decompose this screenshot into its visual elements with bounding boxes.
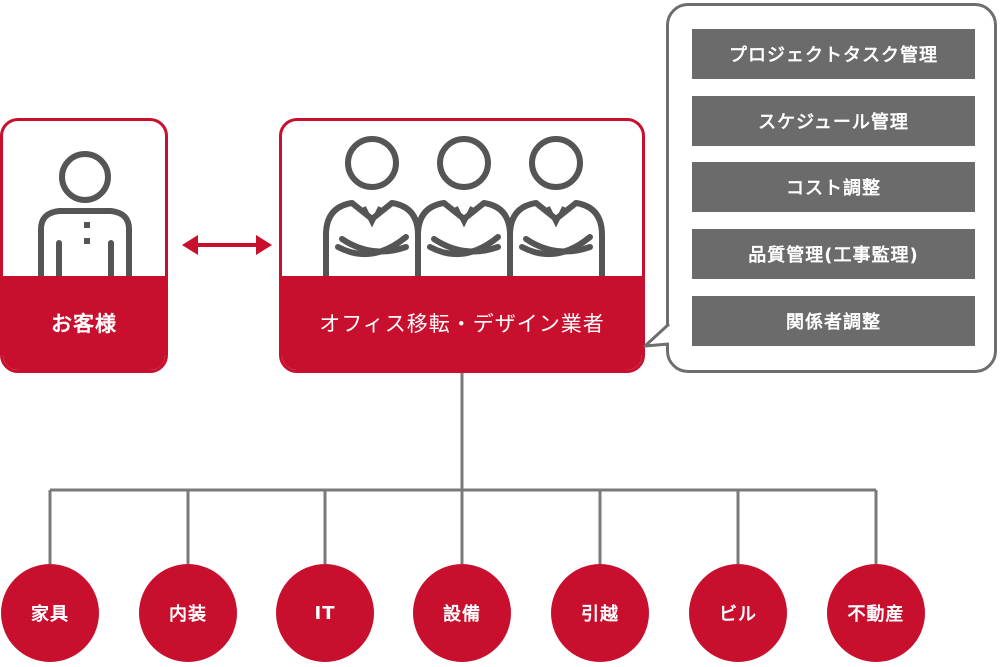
bubble-tail <box>643 322 671 348</box>
partner-building: ビル <box>689 564 787 662</box>
partner-real-estate: 不動産 <box>827 564 925 662</box>
task-cost-adjustment: コスト調整 <box>692 162 975 212</box>
task-quality-management: 品質管理(工事監理) <box>692 229 975 279</box>
vendor-card: オフィス移転・デザイン業者 <box>279 118 645 373</box>
customer-card: お客様 <box>0 118 168 373</box>
task-stakeholder-coordination: 関係者調整 <box>692 296 975 346</box>
customer-person-icon <box>38 151 132 281</box>
vendor-team-icon <box>282 121 645 281</box>
customer-label: お客様 <box>3 276 165 370</box>
partner-facilities: 設備 <box>413 564 511 662</box>
vendor-label: オフィス移転・デザイン業者 <box>282 276 642 370</box>
task-project-management: プロジェクトタスク管理 <box>692 29 975 79</box>
double-arrow-icon <box>182 235 272 255</box>
partner-interior: 内装 <box>139 564 237 662</box>
task-schedule-management: スケジュール管理 <box>692 96 975 146</box>
partner-furniture: 家具 <box>1 564 99 662</box>
partner-moving: 引越 <box>551 564 649 662</box>
partner-it: IT <box>276 564 374 662</box>
